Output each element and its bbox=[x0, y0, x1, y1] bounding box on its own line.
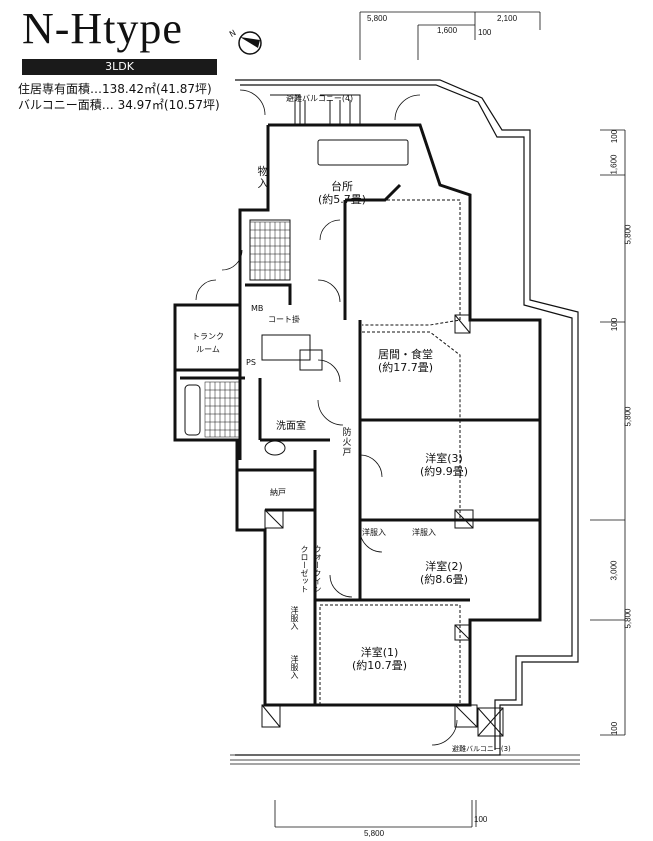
page-title: N-Htype bbox=[22, 4, 183, 53]
dim-right-6: 3,000 bbox=[609, 560, 619, 581]
coat-hanger-label: コート掛 bbox=[268, 315, 300, 324]
door-swings bbox=[195, 89, 458, 746]
dim-top-inner: 1,600 bbox=[437, 26, 458, 35]
dim-top-left: 5,800 bbox=[367, 14, 388, 23]
dim-right-2: 1,600 bbox=[609, 154, 619, 175]
western-room-3-label: 洋室(3)(約9.9畳) bbox=[420, 452, 468, 478]
dimension-lines bbox=[274, 11, 626, 828]
trunk-room-label: トランク ルーム bbox=[192, 332, 224, 354]
washroom-label: 洗面室 bbox=[276, 421, 306, 432]
western-room-2-label: 洋室(2)(約8.6畳) bbox=[420, 560, 468, 586]
mb-label: MB bbox=[251, 304, 264, 313]
fixtures bbox=[184, 139, 504, 737]
western2-size: (約8.6畳) bbox=[420, 573, 469, 586]
western3-size: (約9.9畳) bbox=[420, 465, 469, 478]
tile-grid bbox=[204, 221, 291, 438]
kitchen-name: 台所 bbox=[331, 180, 354, 193]
balcony-area-text: バルコニー面積… 34.97㎡(10.57坪) bbox=[18, 98, 220, 112]
layout-badge: 3LDK bbox=[22, 59, 217, 75]
floor-area-text: 住居専有面積…138.42㎡(41.87坪) bbox=[18, 82, 212, 96]
balcony-4-label: 避難バルコニー(4) bbox=[286, 94, 354, 103]
living-name: 居間・食堂 bbox=[378, 348, 434, 361]
clothes-storage-label: 洋服入 bbox=[290, 655, 299, 679]
western1-name: 洋室(1) bbox=[360, 646, 399, 659]
dim-right-3: 5,800 bbox=[623, 224, 633, 245]
kitchen-size: (約5.7畳) bbox=[318, 193, 367, 206]
living-size: (約17.7畳) bbox=[378, 361, 434, 374]
fire-door-label: 防火戸 bbox=[342, 428, 352, 458]
dim-top-gap: 100 bbox=[478, 28, 492, 37]
dim-bottom-gap: 100 bbox=[474, 815, 488, 824]
dim-right-7: 5,800 bbox=[623, 608, 633, 629]
clothes-storage-label: 洋服入 bbox=[290, 606, 299, 630]
dim-right-4: 100 bbox=[610, 317, 620, 332]
living-dining-label: 居間・食堂(約17.7畳) bbox=[378, 348, 433, 374]
ps-label: PS bbox=[246, 358, 256, 367]
balcony-outline bbox=[230, 79, 580, 765]
dim-right-8: 100 bbox=[610, 721, 620, 736]
clothes-storage-label: 洋服入 bbox=[362, 528, 386, 537]
dim-top-right: 2,100 bbox=[497, 14, 518, 23]
dim-right-1: 100 bbox=[610, 129, 620, 144]
storage-label: 物入 bbox=[257, 165, 269, 190]
clothes-storage-label: 洋服入 bbox=[412, 528, 436, 537]
walk-in-closet-label: ウォークイン クローゼット bbox=[300, 545, 322, 593]
closet-room-label: 納戸 bbox=[270, 488, 286, 497]
western1-size: (約10.7畳) bbox=[352, 659, 408, 672]
compass-icon: N bbox=[228, 28, 262, 55]
western3-name: 洋室(3) bbox=[425, 452, 463, 465]
western2-name: 洋室(2) bbox=[425, 560, 463, 573]
dim-right-5: 5,800 bbox=[623, 406, 633, 427]
svg-text:N: N bbox=[228, 28, 238, 39]
dim-bottom: 5,800 bbox=[364, 829, 385, 838]
kitchen-label: 台所(約5.7畳) bbox=[318, 180, 366, 206]
balcony-3-label: 避難バルコニー(3) bbox=[452, 745, 511, 753]
western-room-1-label: 洋室(1)(約10.7畳) bbox=[352, 646, 407, 672]
